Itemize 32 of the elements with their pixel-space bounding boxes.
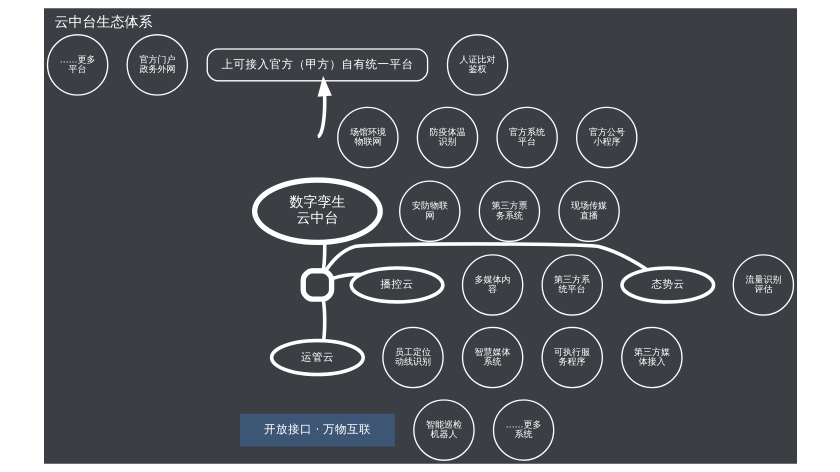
node-circle: 防疫体温识别 <box>416 106 478 168</box>
node-circle: 安防物联网 <box>398 180 460 242</box>
node-ellipse: 数字孪生 云中台 <box>252 177 382 246</box>
node-circle: 现场传媒直播 <box>558 180 620 242</box>
arrow <box>316 76 332 138</box>
node-ellipse: 态势云 <box>620 266 715 304</box>
node-circle: ……更多平台 <box>46 34 108 96</box>
node-circle: 官方门户政务外网 <box>126 34 188 96</box>
node-box: 上可接入官方（甲方）自有统一平台 <box>206 48 428 82</box>
node-ellipse: 运管云 <box>269 338 364 376</box>
connector <box>321 298 326 341</box>
node-circle: 第三方票务系统 <box>478 180 540 242</box>
node-circle: 场馆环境物联网 <box>336 106 398 168</box>
node-circle: 官方系统平台 <box>496 106 558 168</box>
node-circle: 员工定位动线识别 <box>382 326 444 388</box>
node-circle: 人证比对鉴权 <box>446 34 508 96</box>
node-box: 开放接口 · 万物互联 <box>240 414 394 446</box>
node-circle: 官方公号小程序 <box>576 106 637 168</box>
connector <box>324 242 648 272</box>
node-circle: 第三方媒体接入 <box>620 326 682 388</box>
node-circle: ……更多系统 <box>492 399 554 461</box>
node-box <box>300 268 334 302</box>
node-circle: 可执行服务程序 <box>541 326 602 388</box>
diagram-title: 云中台生态体系 <box>54 14 152 31</box>
node-ellipse: 播控云 <box>349 266 444 304</box>
node-circle: 智能巡检机器人 <box>412 399 474 461</box>
connector <box>330 272 361 280</box>
node-circle: 流量识别评估 <box>732 254 794 316</box>
node-circle: 多媒体内容 <box>461 254 523 316</box>
connector <box>321 242 326 271</box>
node-circle: 智慧媒体系统 <box>461 326 523 388</box>
node-circle: 第三方系统平台 <box>541 254 602 316</box>
